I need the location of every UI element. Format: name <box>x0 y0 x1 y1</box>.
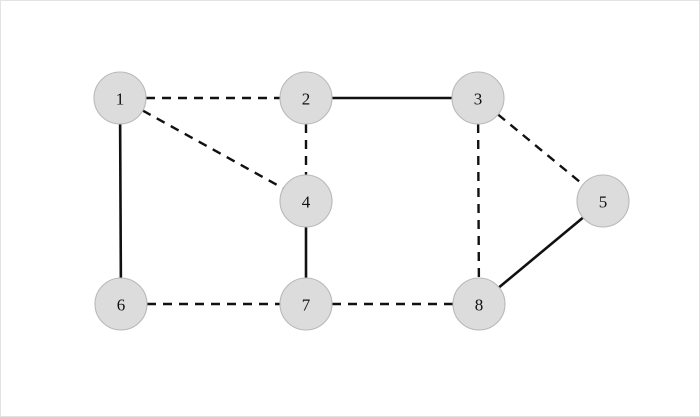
edge-3-5 <box>497 113 584 186</box>
node-2[interactable]: 2 <box>279 71 333 125</box>
node-label-4: 4 <box>302 193 311 212</box>
node-label-7: 7 <box>302 296 311 315</box>
node-circle-8[interactable] <box>452 277 506 331</box>
node-circle-4[interactable] <box>279 174 333 228</box>
edge-1-4 <box>142 109 284 190</box>
node-5[interactable]: 5 <box>576 174 630 228</box>
node-layer: 1 2 3 4 5 6 7 8 <box>93 71 630 331</box>
node-circle-3[interactable] <box>451 71 505 125</box>
edge-5-8 <box>498 216 584 289</box>
node-6[interactable]: 6 <box>94 277 148 331</box>
node-label-5: 5 <box>599 193 608 212</box>
node-8[interactable]: 8 <box>452 277 506 331</box>
edge-layer <box>118 96 584 306</box>
node-circle-2[interactable] <box>279 71 333 125</box>
node-label-1: 1 <box>116 90 125 109</box>
node-label-6: 6 <box>117 296 126 315</box>
edge-1-6 <box>118 123 123 279</box>
node-label-8: 8 <box>475 296 484 315</box>
node-3[interactable]: 3 <box>451 71 505 125</box>
node-7[interactable]: 7 <box>279 277 333 331</box>
node-circle-6[interactable] <box>94 277 148 331</box>
node-circle-5[interactable] <box>576 174 630 228</box>
node-label-2: 2 <box>302 90 311 109</box>
edge-3-8 <box>476 123 481 279</box>
node-4[interactable]: 4 <box>279 174 333 228</box>
node-label-3: 3 <box>474 90 483 109</box>
node-circle-7[interactable] <box>279 277 333 331</box>
node-circle-1[interactable] <box>93 71 147 125</box>
node-1[interactable]: 1 <box>93 71 147 125</box>
